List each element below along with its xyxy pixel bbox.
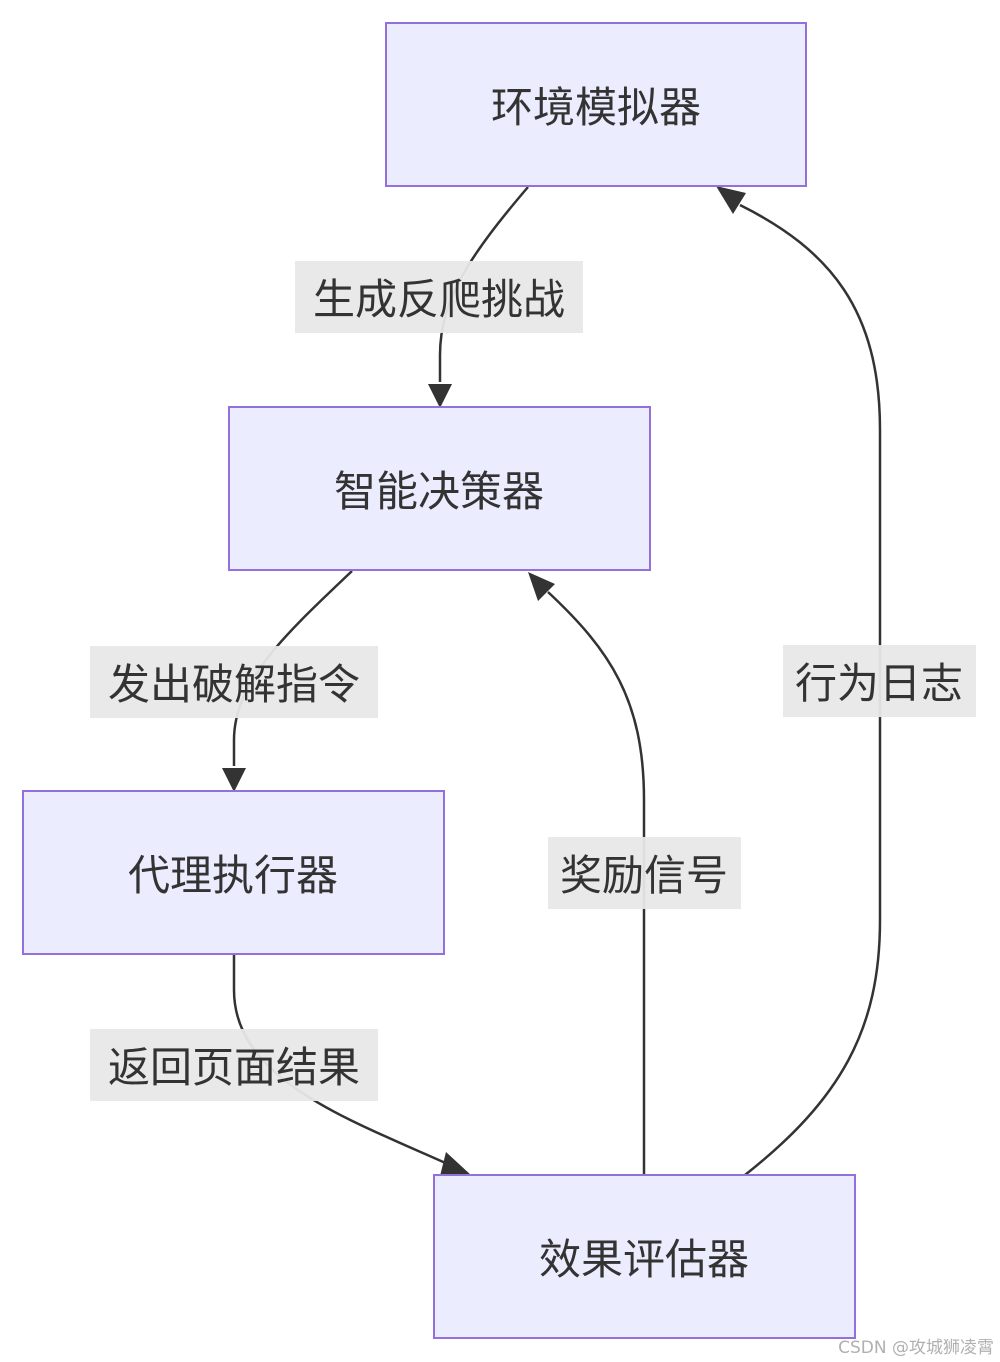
arrowhead-icon bbox=[222, 768, 246, 792]
node-label: 环境模拟器 bbox=[491, 83, 701, 132]
watermark: CSDN @攻城狮凌霄 bbox=[838, 1338, 994, 1358]
svg-text:生成反爬挑战: 生成反爬挑战 bbox=[313, 275, 565, 324]
arrowhead-icon bbox=[440, 1152, 472, 1176]
edge-label-return-page-result: 返回页面结果 bbox=[90, 1029, 378, 1101]
svg-text:奖励信号: 奖励信号 bbox=[560, 851, 728, 900]
node-effect-evaluator[interactable]: 效果评估器 bbox=[433, 1174, 856, 1339]
node-label: 智能决策器 bbox=[334, 467, 544, 516]
arrowhead-icon bbox=[528, 572, 555, 601]
edge-reward-signal bbox=[528, 572, 646, 1175]
edge-label-behavior-log: 行为日志 bbox=[783, 645, 976, 717]
node-proxy-executor[interactable]: 代理执行器 bbox=[22, 790, 445, 955]
node-intelligent-decider[interactable]: 智能决策器 bbox=[228, 406, 651, 571]
edge-label-issue-crack-command: 发出破解指令 bbox=[90, 646, 378, 718]
edge-label-reward-signal: 奖励信号 bbox=[548, 837, 741, 909]
svg-text:行为日志: 行为日志 bbox=[795, 659, 963, 708]
svg-text:发出破解指令: 发出破解指令 bbox=[108, 660, 360, 709]
node-label: 代理执行器 bbox=[128, 851, 338, 900]
node-label: 效果评估器 bbox=[539, 1235, 749, 1284]
svg-text:返回页面结果: 返回页面结果 bbox=[108, 1043, 360, 1092]
edge-label-generate-challenge: 生成反爬挑战 bbox=[295, 261, 583, 333]
arrowhead-icon bbox=[716, 186, 746, 214]
arrowhead-icon bbox=[428, 384, 452, 408]
node-environment-simulator[interactable]: 环境模拟器 bbox=[385, 22, 807, 187]
